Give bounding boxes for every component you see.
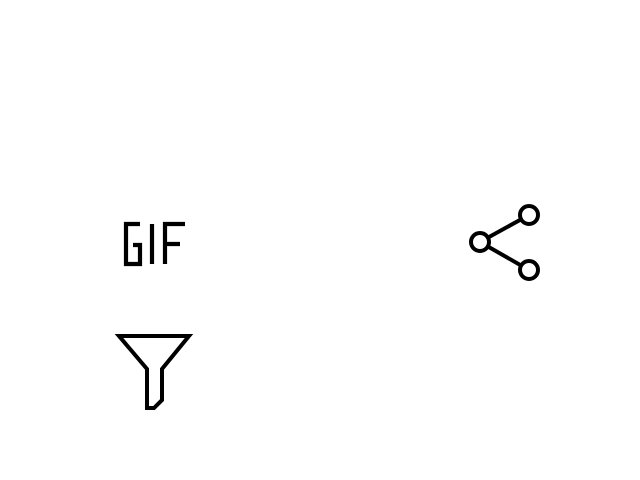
share-icon[interactable]	[462, 200, 550, 290]
filter-icon[interactable]	[110, 328, 198, 418]
gif-icon[interactable]: GIF	[112, 208, 196, 276]
gif-glyph	[123, 221, 185, 267]
share-glyph	[469, 204, 540, 281]
filter-glyph	[114, 334, 194, 410]
gif-label: GIF	[112, 276, 113, 277]
